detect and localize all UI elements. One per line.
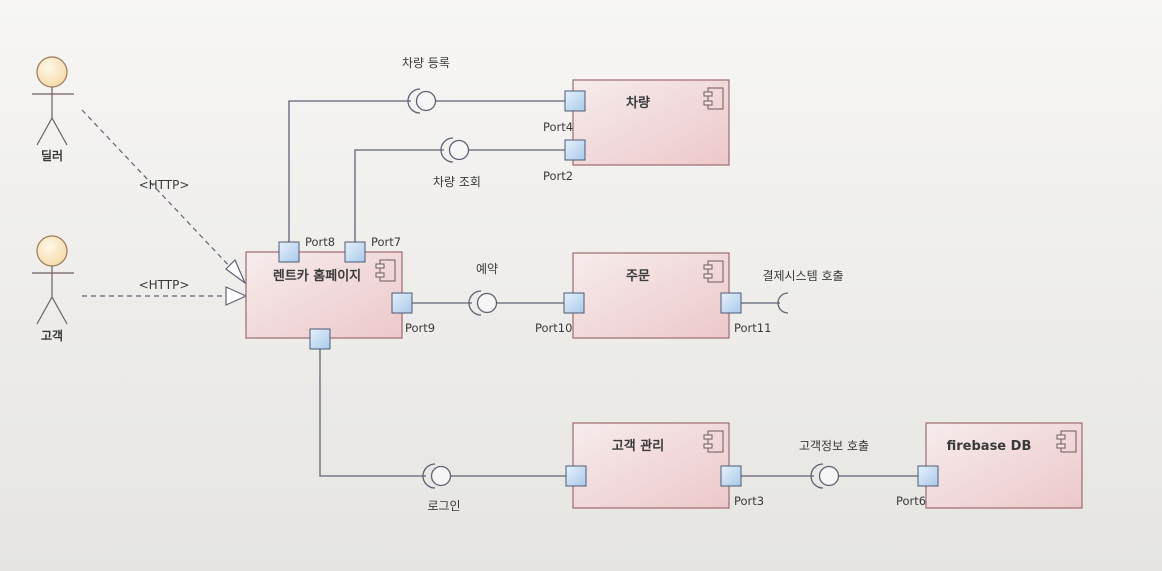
dependency-dealer-http[interactable]: <HTTP> xyxy=(81,109,247,285)
port-7[interactable] xyxy=(344,241,366,263)
interface-reservation[interactable]: 예약 xyxy=(468,261,498,316)
port-10-label: Port10 xyxy=(535,321,572,335)
ball-icon xyxy=(476,292,498,314)
ball-icon xyxy=(415,90,437,112)
interface-vehicle-lookup[interactable]: 차량 조회 xyxy=(433,137,481,189)
component-icon xyxy=(375,259,396,282)
component-icon xyxy=(1056,430,1077,453)
component-firebase-title: firebase DB xyxy=(947,439,1032,454)
component-firebase[interactable]: firebase DB xyxy=(925,422,1083,509)
port-customer-mgmt-left[interactable] xyxy=(565,465,587,487)
realization-arrowhead xyxy=(225,286,248,306)
port-2-label: Port2 xyxy=(543,169,573,183)
interface-customer-info-call-label: 고객정보 호출 xyxy=(799,439,869,453)
interface-login[interactable]: 로그인 xyxy=(422,463,461,513)
component-customer-mgmt-title: 고객 관리 xyxy=(612,438,664,454)
component-vehicle-title: 차량 xyxy=(626,95,650,111)
component-order[interactable]: 주문 xyxy=(572,252,730,339)
socket-icon xyxy=(777,292,789,314)
dealer-http-label: <HTTP> xyxy=(139,178,190,192)
interface-payment-call[interactable]: 결제시스템 호출 xyxy=(762,269,844,314)
component-order-title: 주문 xyxy=(626,269,650,284)
actor-dealer[interactable]: 딜러 xyxy=(32,56,74,163)
port-9[interactable] xyxy=(391,292,413,314)
socket-icon xyxy=(468,290,482,316)
component-vehicle[interactable]: 차량 xyxy=(572,79,730,166)
interface-payment-call-label: 결제시스템 호출 xyxy=(762,269,843,283)
ball-icon xyxy=(448,139,470,161)
component-customer-mgmt[interactable]: 고객 관리 xyxy=(572,422,730,509)
port-3[interactable] xyxy=(720,465,742,487)
wire-port7-vehicle-lookup xyxy=(354,149,444,242)
realization-arrowhead xyxy=(225,258,247,285)
interface-vehicle-register-label: 차량 등록 xyxy=(402,56,450,70)
port-10[interactable] xyxy=(563,292,585,314)
interface-vehicle-lookup-label: 차량 조회 xyxy=(433,175,481,189)
port-11[interactable] xyxy=(720,292,742,314)
port-9-label: Port9 xyxy=(405,321,435,335)
port-4-label: Port4 xyxy=(543,120,573,134)
port-7-label: Port7 xyxy=(371,235,401,249)
interface-vehicle-register[interactable]: 차량 등록 xyxy=(402,56,450,114)
interface-login-label: 로그인 xyxy=(427,499,460,513)
port-6[interactable] xyxy=(917,465,939,487)
ball-icon xyxy=(818,465,840,487)
socket-icon xyxy=(422,463,436,489)
port-8-label: Port8 xyxy=(305,235,335,249)
actor-dealer-label: 딜러 xyxy=(41,148,63,163)
component-homepage-title: 렌트카 홈페이지 xyxy=(273,268,361,284)
port-6-label: Port6 xyxy=(896,494,926,508)
port-homepage-bottom[interactable] xyxy=(309,328,331,350)
dependency-customer-http[interactable]: <HTTP> xyxy=(82,278,248,306)
port-8[interactable] xyxy=(278,241,300,263)
component-icon xyxy=(703,260,724,283)
actor-head xyxy=(36,235,68,267)
wire-port8-vehicle-register xyxy=(288,100,411,242)
port-2[interactable] xyxy=(564,139,586,161)
ball-icon xyxy=(430,465,452,487)
port-3-label: Port3 xyxy=(734,494,764,508)
socket-icon xyxy=(440,137,454,163)
interface-customer-info-call[interactable]: 고객정보 호출 xyxy=(799,439,869,489)
component-icon xyxy=(703,430,724,453)
actor-customer[interactable]: 고객 xyxy=(32,235,74,343)
actor-customer-label: 고객 xyxy=(41,329,63,343)
interface-reservation-label: 예약 xyxy=(476,261,498,276)
port-4[interactable] xyxy=(564,90,586,112)
socket-icon xyxy=(407,88,421,114)
wire-homepage-login xyxy=(319,349,426,477)
component-homepage[interactable]: 렌트카 홈페이지 xyxy=(245,251,403,339)
customer-http-label: <HTTP> xyxy=(139,278,190,292)
component-icon xyxy=(703,87,724,110)
port-11-label: Port11 xyxy=(734,321,771,335)
actor-head xyxy=(36,56,68,88)
socket-icon xyxy=(810,463,824,489)
